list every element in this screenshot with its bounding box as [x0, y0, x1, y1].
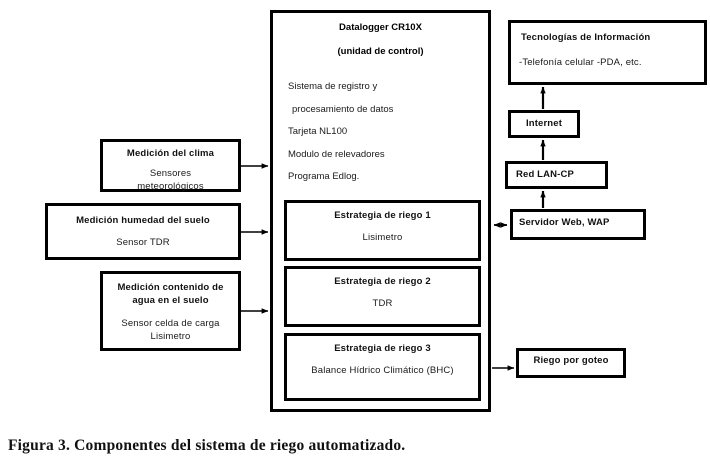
strategy-1-title: Estrategia de riego 1 — [334, 210, 431, 221]
datalogger-subtitle: (unidad de control) — [337, 46, 424, 57]
input-humedad-line1: Sensor TDR — [116, 237, 170, 248]
spec-item: Programa Edlog. — [288, 171, 360, 182]
strategy-box-1: Estrategia de riego 1 Lisimetro — [284, 200, 481, 261]
input-agua-title: Medición contenido de — [117, 282, 224, 293]
strategy-1-value: Lisimetro — [362, 232, 403, 243]
internet-label: Internet — [525, 118, 563, 129]
servidor-label: Servidor Web, WAP — [519, 217, 610, 228]
input-agua-title2: agua en el suelo — [132, 295, 209, 306]
datalogger-title: Datalogger CR10X — [339, 22, 422, 33]
input-clima-line1: Sensores — [149, 168, 192, 179]
lan-label: Red LAN-CP — [516, 169, 574, 180]
input-agua-line1: Sensor celda de carga — [121, 318, 220, 329]
input-box-humedad: Medición humedad del suelo Sensor TDR — [45, 203, 241, 260]
spec-item: procesamiento de datos — [292, 103, 394, 115]
spec-item: Sistema de registro y — [288, 81, 378, 92]
strategy-3-value: Balance Hídrico Climático (BHC) — [311, 365, 454, 376]
input-box-agua: Medición contenido de agua en el suelo S… — [100, 271, 241, 351]
figure-caption: Figura 3. Componentes del sistema de rie… — [8, 437, 406, 454]
output-box-riego-goteo: Riego por goteo — [516, 348, 626, 378]
network-box-tecnologias: Tecnologías de Información -Telefonía ce… — [508, 20, 707, 85]
riego-goteo-label: Riego por goteo — [533, 355, 609, 366]
network-box-internet: Internet — [508, 110, 580, 138]
strategy-box-2: Estrategia de riego 2 TDR — [284, 266, 481, 327]
tecnologias-line1: -Telefonía celular -PDA, etc. — [519, 57, 642, 68]
datalogger-spec-list: Sistema de registro y procesamiento de d… — [288, 81, 480, 194]
strategy-2-value: TDR — [372, 298, 393, 309]
input-agua-line2: Lisimetro — [150, 331, 191, 342]
network-box-lan: Red LAN-CP — [505, 161, 608, 189]
spec-item: Modulo de relevadores — [288, 148, 385, 160]
datalogger-container: Datalogger CR10X (unidad de control) Sis… — [270, 10, 491, 412]
input-box-clima: Medición del clima Sensores meteorológic… — [100, 139, 241, 192]
input-clima-title: Medición del clima — [126, 148, 215, 159]
input-humedad-title: Medición humedad del suelo — [76, 215, 210, 226]
tecnologias-title: Tecnologías de Información — [521, 32, 651, 43]
strategy-2-title: Estrategia de riego 2 — [334, 276, 431, 287]
input-clima-line2: meteorológicos — [137, 181, 204, 192]
strategy-box-3: Estrategia de riego 3 Balance Hídrico Cl… — [284, 333, 481, 401]
network-box-servidor: Servidor Web, WAP — [510, 209, 646, 240]
spec-item: Tarjeta NL100 — [288, 126, 348, 137]
strategy-3-title: Estrategia de riego 3 — [334, 343, 431, 354]
